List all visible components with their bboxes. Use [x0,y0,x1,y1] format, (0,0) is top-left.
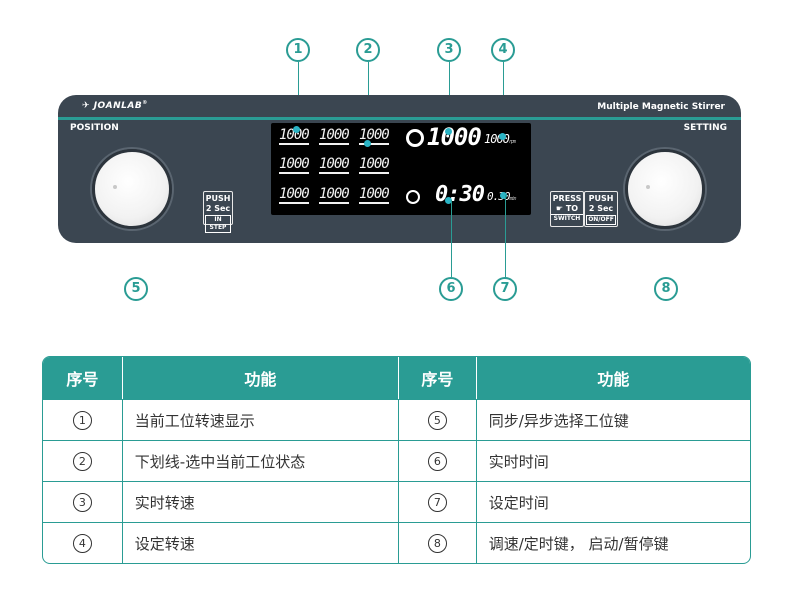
lcd-display: 1000 1000 1000 1000 1000 1000 1000 1000 … [271,123,531,215]
table-row: 3 实时转速 7 设定时间 [43,481,750,522]
brand-icon: ✈ [82,101,91,111]
row-function: 调速/定时键， 启动/暂停键 [476,522,750,563]
model-name: Multiple Magnetic Stirrer [597,102,725,112]
header-number-2: 序号 [398,357,477,399]
header-function-1: 功能 [122,357,399,399]
number-circle: 6 [427,452,447,471]
number-circle: 4 [72,534,92,553]
leader-6 [451,200,452,277]
row-number: 5 [398,399,477,440]
row-number: 6 [398,440,477,481]
station-speed-1: 1000 [279,127,310,145]
callout-5: 5 [124,277,148,301]
number-circle: 8 [427,534,447,553]
push2-line1: PUSH [588,194,614,203]
actual-speed: 1000 [427,123,482,151]
speed-unit: rpm [508,139,516,145]
number-circle: 3 [72,493,92,512]
push-onoff-button[interactable]: PUSH 2 Sec ON/OFF [584,191,618,227]
push2-sub: ON/OFF [586,215,616,225]
row-number: 8 [398,522,477,563]
setting-knob[interactable] [625,149,705,229]
row-number: 3 [43,481,123,522]
station-speed-6: 1000 [359,156,390,174]
row-number: 2 [43,440,123,481]
station-speed-4: 1000 [279,156,310,174]
press-line1: PRESS [552,194,582,203]
function-table: 序号 功能 序号 功能 1 当前工位转速显示 5 同步/异步选择工位键 2 下划… [42,356,751,564]
push-line1: PUSH [205,194,231,203]
callout-7: 7 [493,277,517,301]
accent-stripe [58,117,741,120]
leader-7 [505,195,506,277]
marker-2 [364,140,371,147]
row-function: 设定时间 [476,481,750,522]
setting-label: SETTING [683,123,727,133]
brand-logo: ✈ JOANLAB® [82,100,148,111]
push-sub: IN STEP [205,215,231,233]
header-number-1: 序号 [43,357,123,399]
table-row: 4 设定转速 8 调速/定时键， 启动/暂停键 [43,522,750,563]
row-function: 设定转速 [122,522,399,563]
number-circle: 7 [427,493,447,512]
push2-line2: 2 Sec [588,204,614,213]
hand-icon: ☛ [555,204,564,213]
marker-6 [445,197,452,204]
callout-6: 6 [439,277,463,301]
station-speed-2: 1000 [319,127,350,145]
press-to-switch-button[interactable]: PRESS ☛ TO SWITCH [550,191,584,227]
actual-time: 0:30 [435,182,485,207]
callout-3: 3 [437,38,461,62]
row-function: 当前工位转速显示 [122,399,399,440]
position-knob[interactable] [92,149,172,229]
row-function: 下划线-选中当前工位状态 [122,440,399,481]
row-function: 同步/异步选择工位键 [476,399,750,440]
push-line2: 2 Sec [205,204,231,213]
press-sub: SWITCH [551,214,583,223]
station-speed-9: 1000 [359,186,390,204]
table-row: 2 下划线-选中当前工位状态 6 实时时间 [43,440,750,481]
station-speed-7: 1000 [279,186,310,204]
marker-7 [500,192,507,199]
time-unit: min [509,196,517,202]
station-speed-3: 1000 [359,127,390,145]
callout-2: 2 [356,38,380,62]
callout-1: 1 [286,38,310,62]
table-header: 序号 功能 序号 功能 [43,357,750,399]
marker-4 [499,133,506,140]
push-instep-button[interactable]: PUSH 2 Sec IN STEP [203,191,233,233]
number-circle: 1 [72,411,92,430]
number-circle: 2 [72,452,92,471]
position-label: POSITION [70,123,119,133]
number-circle: 5 [427,411,447,430]
marker-1 [293,126,300,133]
station-speed-8: 1000 [319,186,350,204]
clock-icon [406,190,420,204]
row-function: 实时时间 [476,440,750,481]
row-number: 4 [43,522,123,563]
brand-text: JOANLAB [93,101,143,111]
header-function-2: 功能 [476,357,750,399]
knob-dot [113,185,117,189]
callout-8: 8 [654,277,678,301]
rotation-icon [406,129,424,147]
row-function: 实时转速 [122,481,399,522]
row-number: 7 [398,481,477,522]
press-line2: ☛ TO [551,204,583,214]
table-row: 1 当前工位转速显示 5 同步/异步选择工位键 [43,399,750,440]
marker-3 [445,128,452,135]
callout-4: 4 [491,38,515,62]
station-speed-5: 1000 [319,156,350,174]
press-to: TO [565,204,579,213]
device-panel: ✈ JOANLAB® Multiple Magnetic Stirrer POS… [58,95,741,243]
knob-dot [646,185,650,189]
row-number: 1 [43,399,123,440]
